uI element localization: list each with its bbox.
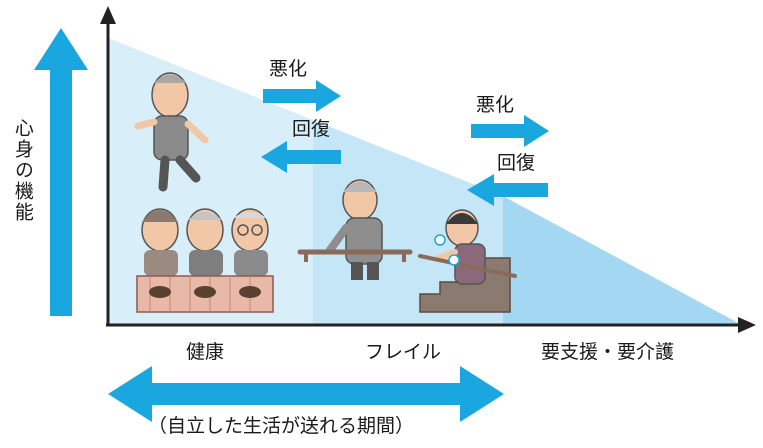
transition-arrow-worsen-1 (263, 80, 341, 112)
healthy-walking-person-illustration (134, 72, 209, 192)
frail-person-illustration (297, 179, 413, 280)
care-needed-person-on-stairs-illustration (418, 209, 517, 313)
period-label: （自立した生活が送れる期間） (148, 415, 415, 437)
y-axis-label: 心身の機能 (11, 118, 34, 223)
transition-label-worsen-2: 悪化 (476, 94, 515, 116)
function-arrow-shaft (50, 68, 72, 316)
stage-label-health: 健康 (186, 341, 225, 363)
transition-arrow-worsen-2 (471, 115, 549, 147)
period-double-arrow (108, 366, 504, 422)
stage-region-care (503, 196, 742, 325)
x-axis-arrowhead (738, 317, 756, 333)
transition-arrow-recover-1 (261, 141, 341, 173)
transition-label-recover-1: 回復 (292, 118, 331, 140)
transition-label-worsen-1: 悪化 (269, 58, 308, 80)
seniors-eating-illustration (136, 208, 274, 313)
stage-label-frailty: フレイル (365, 341, 442, 363)
transition-arrow-recover-2 (467, 174, 548, 206)
y-axis-arrowhead (100, 6, 116, 24)
function-arrow-head (34, 28, 88, 70)
stage-label-care: 要支援・要介護 (541, 341, 675, 363)
transition-label-recover-2: 回復 (497, 152, 536, 174)
